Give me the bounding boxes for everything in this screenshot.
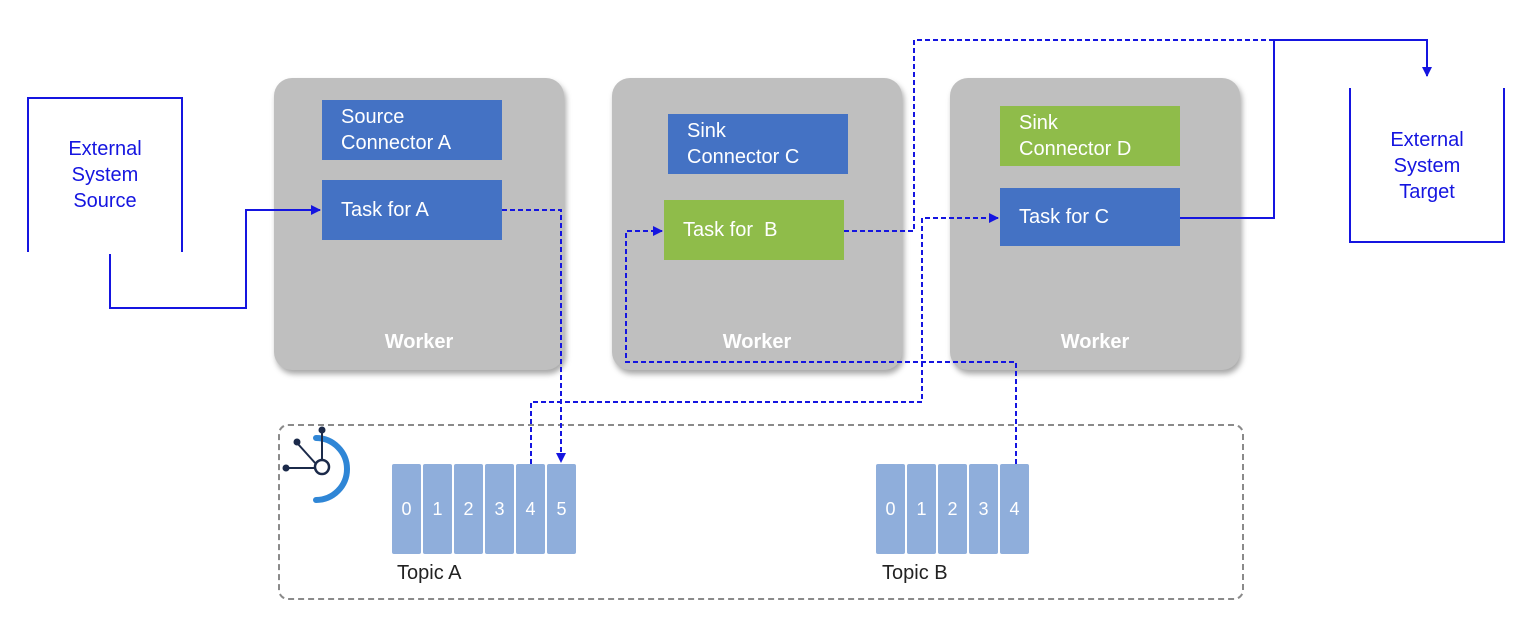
topic-b-partition-0: 0 (876, 464, 905, 554)
sink-connector-c: Sink Connector C (668, 114, 848, 174)
flow-task-c-to-target (1180, 39, 1432, 219)
external-source-label: External System Source (26, 136, 184, 214)
source-connector-a-line-2: Connector A (341, 132, 452, 154)
topic-b-partition-3: 3 (969, 464, 998, 554)
worker-1-label: Worker (384, 331, 454, 353)
worker-3-label: Worker (1060, 331, 1130, 353)
topic-a-label: Topic A (397, 562, 462, 584)
topic-a-partition-4: 4 (516, 464, 545, 554)
task-for-c-label: Task for C (1019, 206, 1110, 228)
external-system-target: External System Target (1348, 86, 1506, 244)
task-for-a-label: Task for A (341, 199, 429, 221)
topic-a-partition-0: 0 (392, 464, 421, 554)
flow-task-b-to-target (844, 39, 1274, 232)
topic-a-partition-3: 3 (485, 464, 514, 554)
flow-task-a-to-topic-a (502, 209, 566, 463)
flow-topic-b-to-task-b (625, 226, 1017, 464)
topic-b-partition-2: 2 (938, 464, 967, 554)
topic-a-partition-2: 2 (454, 464, 483, 554)
topic-b-partition-4: 4 (1000, 464, 1029, 554)
task-for-a: Task for A (322, 180, 502, 240)
sink-connector-d-line-2: Connector D (1019, 138, 1132, 160)
external-source-line-2: System (71, 164, 139, 186)
sink-connector-c-line-2: Connector C (687, 146, 800, 168)
external-source-line-3: Source (73, 190, 137, 212)
topic-b-label: Topic B (882, 562, 948, 584)
external-system-source: External System Source (26, 96, 184, 254)
sink-connector-c-line-1: Sink (687, 120, 726, 142)
sink-connector-d: Sink Connector D (1000, 106, 1180, 166)
worker-2-label: Worker (722, 331, 792, 353)
topic-a-partition-1: 1 (423, 464, 452, 554)
external-source-line-1: External (68, 138, 142, 160)
flow-source-to-task-a (109, 205, 321, 309)
source-connector-a: Source Connector A (322, 100, 502, 160)
topic-a-partition-5: 5 (547, 464, 576, 554)
kafka-cluster (278, 424, 1244, 600)
source-connector-a-line-1: Source (341, 106, 405, 128)
sink-connector-d-line-1: Sink (1019, 112, 1058, 134)
task-for-b: Task for B (664, 200, 844, 260)
kafka-network-icon (282, 426, 350, 503)
flow-topic-a-to-task-c (530, 213, 999, 464)
external-target-line-3: Target (1399, 181, 1455, 203)
topic-b-partition-1: 1 (907, 464, 936, 554)
external-target-label: External System Target (1348, 127, 1506, 205)
task-for-b-label: Task for B (683, 219, 778, 241)
task-for-c: Task for C (1000, 188, 1180, 246)
external-source-bracket (27, 97, 183, 252)
external-target-line-2: System (1393, 155, 1461, 177)
external-target-line-1: External (1390, 129, 1464, 151)
external-target-bracket (1349, 88, 1505, 243)
